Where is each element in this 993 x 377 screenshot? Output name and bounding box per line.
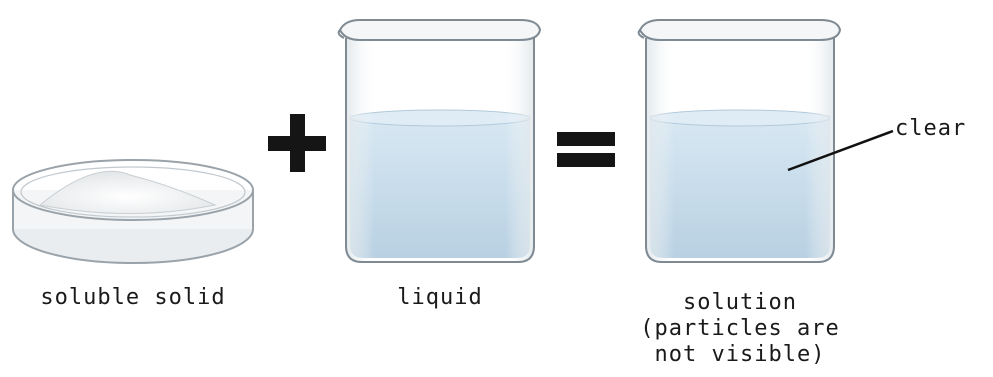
label-solution-line2: (particles are	[640, 316, 840, 341]
beaker-liquid-icon	[337, 19, 542, 263]
petri-dish-icon	[12, 159, 254, 264]
beaker-solution-icon	[637, 19, 842, 263]
label-solution-line3: not visible)	[654, 342, 826, 367]
label-solution-line1: solution	[683, 290, 797, 315]
clear-leader-line	[787, 129, 894, 172]
label-solution: solution (particles are not visible)	[640, 290, 840, 368]
label-liquid: liquid	[397, 285, 483, 310]
solid-powder-icon	[38, 170, 217, 214]
label-clear: clear	[895, 116, 967, 141]
plus-icon	[268, 114, 326, 172]
equals-icon	[557, 132, 615, 167]
label-soluble-solid: soluble solid	[40, 285, 226, 310]
